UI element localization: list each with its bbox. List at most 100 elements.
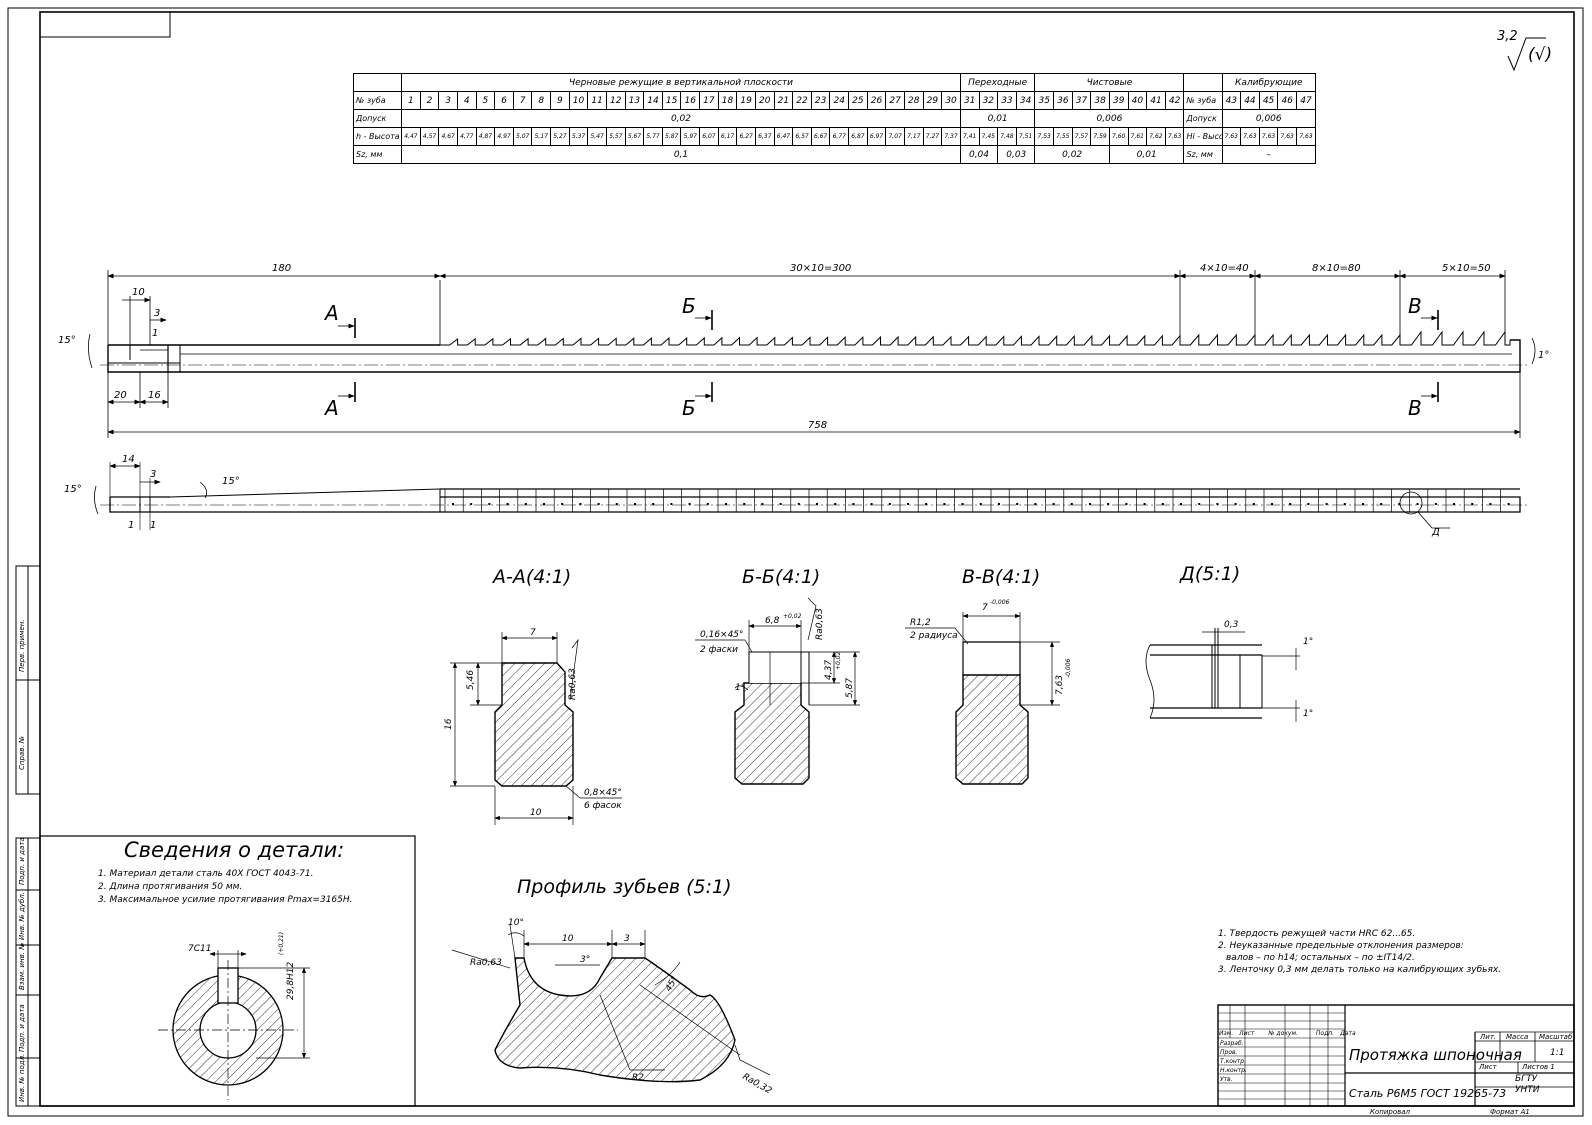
top-tooth-mark [1180,503,1182,505]
stamp-podp2: Подп. и дата [18,1004,26,1052]
sz-t2: 0,03 [997,145,1036,164]
svg-text:(√): (√) [1528,45,1552,65]
top-dim-14: 14 [122,454,135,465]
tooth-no-cell: 37 [1071,91,1092,110]
section-bb [695,597,860,785]
top-tooth-mark [1289,503,1292,505]
bb-dim-68-tol: +0,02 [783,613,802,620]
tooth-no-cell: 22 [792,91,812,110]
teeth-table: Черновые режущие в вертикальной плоскост… [352,73,1316,164]
vv-radius-count: 2 радиуса [910,631,958,641]
tooth-no-cell: 11 [587,91,607,110]
section-a-top: А [323,301,339,325]
tooth-height-cell: 4,67 [438,127,458,146]
tooth-height-cell: 7,17 [903,127,924,146]
part-info-notes: 1. Материал детали сталь 40Х ГОСТ 4043-7… [98,868,353,907]
tooth-height-cell: 5,97 [680,127,701,146]
top-tooth-mark [1325,503,1328,505]
svg-text:3,2: 3,2 [1497,29,1518,44]
broach-teeth [440,330,1511,346]
top-tooth-mark [1398,503,1401,505]
top-tooth-mark [743,503,746,505]
tooth-height-cell: 6,67 [810,127,831,146]
tooth-height-cell: 6,47 [773,127,794,146]
tech-requirements: 1. Твердость режущей части HRC 62...65. … [1218,928,1501,976]
vv-dim-763-tol: -0,006 [1065,658,1072,678]
tooth-height-cell: 6,27 [736,127,756,146]
vv-dim-763: 7,63 [1055,675,1065,695]
title-scale-lbl: Масштаб [1539,1033,1573,1041]
profile-r2: R2 [632,1073,644,1083]
tooth-no-cell: 36 [1053,91,1073,110]
lbl-sz-cal: Sz, мм [1183,145,1223,164]
top-tooth-mark [1216,503,1219,505]
tooth-height-cell: 7,59 [1090,127,1110,146]
section-aa [450,632,622,825]
tooth-no-cell: 20 [754,91,775,110]
tooth-no-cell: 27 [885,91,905,110]
dim-50: 5×10=50 [1442,263,1491,274]
profile-ra032: Ra0,32 [741,1072,774,1097]
top-tooth-mark [1252,503,1255,505]
tooth-height-cell: 4,87 [475,127,496,146]
tooth-no-cell: 34 [1015,91,1036,110]
top-tooth-mark [907,503,909,505]
tooth-no-cell: 30 [941,91,961,110]
tooth-no-cell: 14 [643,91,663,110]
top-tooth-mark [1089,503,1091,505]
tooth-no-cell: 19 [736,91,756,110]
tooth-no-cell: 28 [903,91,924,110]
section-v-top: В [1408,294,1422,318]
row-podp: Подп. [1315,1030,1335,1037]
tooth-height-cell: 6,37 [754,127,775,146]
tooth-height-cell: 5,87 [661,127,682,146]
top-dim-3: 3 [150,469,156,480]
sz-f1: 0,02 [1034,145,1110,164]
hub-height-tol: (+0,21) [278,932,285,955]
tooth-height-cell: 4,97 [494,127,514,146]
top-tooth-mark [797,503,800,505]
cal-tooth-no-cell: 47 [1296,91,1316,110]
tooth-no-cell: 26 [866,91,887,110]
cal-tooth-no-cell: 45 [1258,91,1279,110]
section-v-bottom: В [1408,396,1422,420]
top-tooth-mark [615,503,618,505]
dim-1: 1 [152,328,158,339]
cal-height-cell: 7,63 [1240,127,1260,146]
aa-chamfer: 0,8×45° [584,788,622,798]
title-copied: Копировал [1370,1108,1410,1116]
tooth-no-cell: 40 [1127,91,1148,110]
top-tooth-mark [579,503,582,505]
tooth-no-cell: 25 [848,91,868,110]
tooth-height-cell: 6,17 [717,127,738,146]
aa-chamfer-count: 6 фасок [584,801,622,811]
part-info-title: Сведения о детали: [124,838,345,862]
title-org1: БГТУ [1515,1074,1538,1084]
tooth-no-cell: 23 [810,91,831,110]
section-b-bottom: Б [682,396,696,420]
angle-15: 15° [58,335,76,346]
aa-roughness: Ra0,63 [568,668,578,700]
tooth-height-cell: 5,17 [531,127,552,146]
top-tooth-mark [506,503,509,505]
vv-radius: R1,2 [910,618,931,628]
tooth-height-cell: 5,77 [643,127,663,146]
cal-height-cell: 7,63 [1296,127,1316,146]
stamp-inv-podl: Инв. № подл. [18,1053,26,1102]
top-tooth-mark [1489,503,1492,505]
tooth-height-cell: 5,47 [587,127,607,146]
detail-d [1145,628,1300,722]
tooth-height-cell: 7,63 [1164,127,1185,146]
top-tooth-mark [1161,503,1164,505]
role-3: Т.контр. [1220,1058,1247,1065]
top-tooth-mark [1016,503,1019,505]
tooth-no-cell: 39 [1108,91,1129,110]
hdr-finishing: Чистовые [1034,73,1185,92]
hub-section [158,950,310,1100]
top-tooth-mark [652,503,655,505]
row-doc: № докум. [1268,1030,1298,1037]
tooth-no-cell: 3 [438,91,458,110]
bb-dim-437: 4,37 [824,660,834,680]
tooth-height-cell: 7,51 [1015,127,1036,146]
